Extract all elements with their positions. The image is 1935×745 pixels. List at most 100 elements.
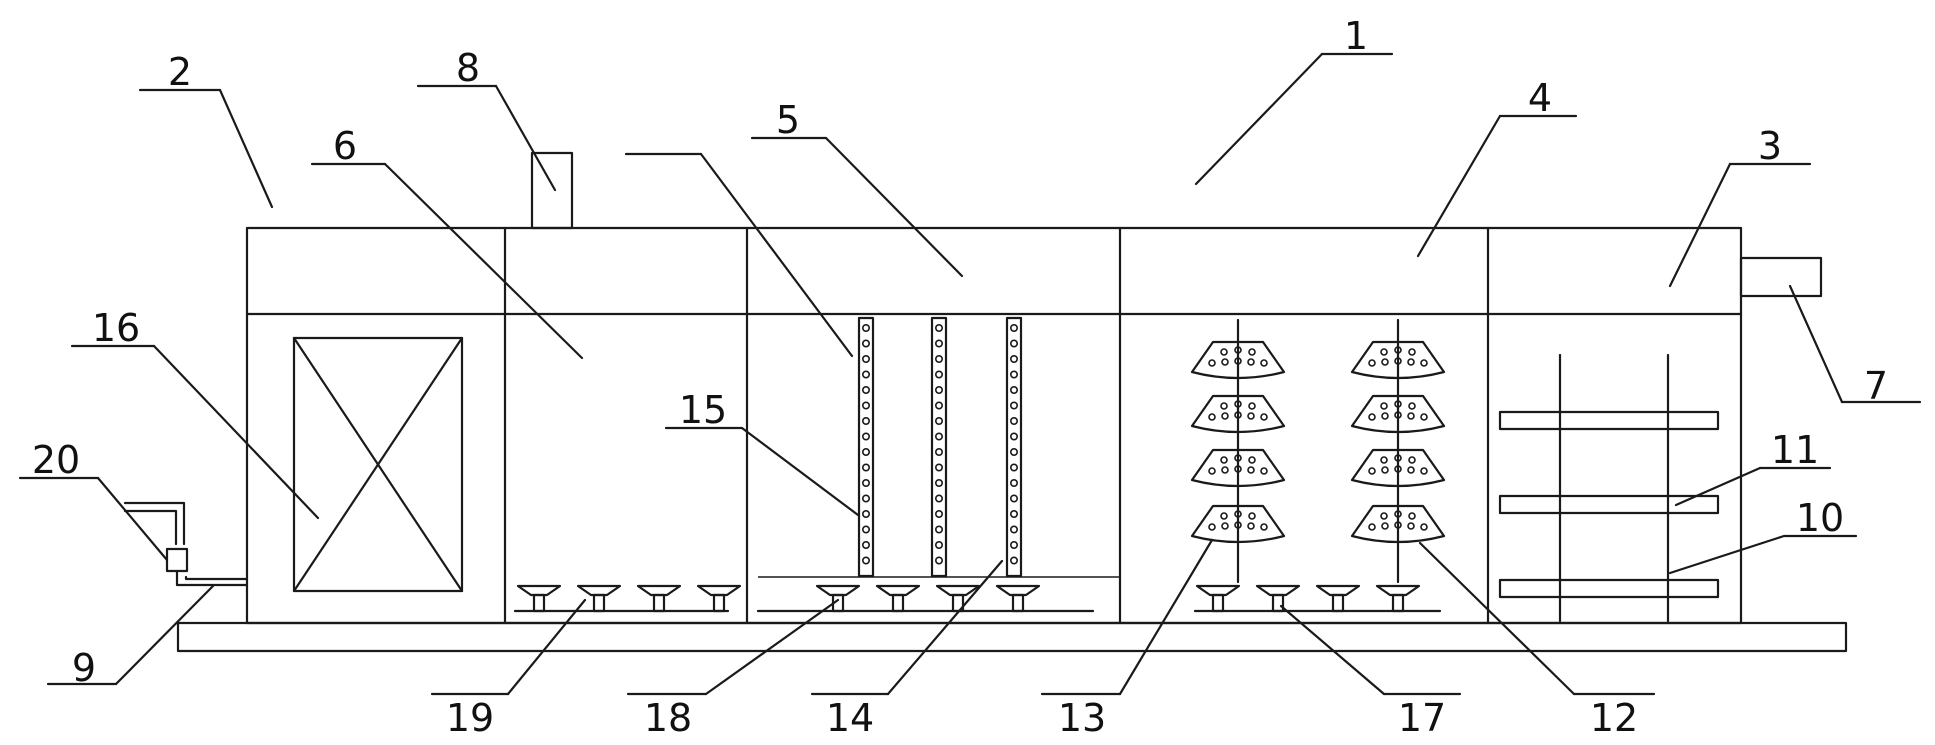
callout-15 — [664, 426, 860, 517]
callout-8 — [416, 84, 557, 192]
callout-2 — [138, 88, 274, 209]
callout-7 — [1788, 284, 1922, 404]
callout-17 — [1279, 604, 1462, 696]
chimney — [530, 151, 574, 230]
callout-4 — [1416, 114, 1578, 258]
leader-line — [114, 584, 215, 686]
leader-line — [506, 598, 587, 696]
callout-10 — [1668, 534, 1858, 575]
nozzle — [516, 584, 562, 613]
callout-label-14: 14 — [826, 696, 874, 740]
fan-shelf — [1190, 504, 1286, 544]
callout-label-13: 13 — [1058, 696, 1106, 740]
housing — [245, 226, 1743, 625]
callout-3 — [1668, 162, 1812, 288]
callout-label-11: 11 — [1771, 428, 1819, 472]
fan-shelf — [1350, 504, 1446, 544]
leader-line — [1788, 284, 1844, 404]
outlet-duct — [1739, 256, 1823, 298]
callout-19 — [430, 598, 587, 696]
fan-shelf — [1350, 448, 1446, 488]
fan-shelf — [1190, 394, 1286, 434]
perforated-tube — [1005, 316, 1023, 578]
callout-label-19: 19 — [446, 696, 494, 740]
callout-label-20: 20 — [32, 438, 80, 482]
callout-label-9: 9 — [72, 646, 96, 690]
fan-shelf — [1350, 394, 1446, 434]
leader-line — [699, 152, 854, 358]
leader-line — [383, 162, 584, 360]
leader-line — [1668, 162, 1732, 288]
leader-line — [886, 559, 1004, 696]
callout-11 — [1674, 466, 1832, 507]
callout-16 — [70, 344, 320, 520]
fan-shelf-stack — [1350, 318, 1446, 584]
fan-shelf — [1190, 340, 1286, 380]
callout-label-18: 18 — [644, 696, 692, 740]
rack — [1498, 353, 1720, 623]
nozzle — [935, 584, 981, 613]
callout-1 — [1194, 52, 1394, 186]
fan-shelf — [1350, 340, 1446, 380]
callout-label-4: 4 — [1528, 76, 1552, 120]
leader-line — [1674, 466, 1762, 507]
leader-line — [1418, 541, 1576, 696]
callout-label-16: 16 — [92, 306, 140, 350]
callout-12 — [1418, 541, 1656, 696]
callout-label-15: 15 — [679, 388, 727, 432]
callout-label-3: 3 — [1758, 124, 1782, 168]
nozzle — [875, 584, 921, 613]
nozzle — [1195, 584, 1241, 613]
leader-line — [1118, 538, 1214, 696]
base-plate — [176, 621, 1848, 653]
callout-label-12: 12 — [1590, 696, 1638, 740]
valve-assembly — [123, 501, 249, 587]
leader-line — [218, 88, 274, 209]
callout-14 — [810, 559, 1004, 696]
leader-line — [824, 136, 964, 278]
callout-label-5: 5 — [776, 98, 800, 142]
leader-line — [704, 598, 840, 696]
perforated-tube — [930, 316, 948, 578]
leader-line — [1279, 604, 1386, 696]
nozzle — [576, 584, 622, 613]
leader-line — [1668, 534, 1786, 575]
leader-line — [96, 476, 169, 562]
callout-13 — [1040, 538, 1214, 696]
nozzle-groups — [516, 584, 1421, 613]
perforated-tube — [857, 316, 875, 578]
nozzle — [815, 584, 861, 613]
leader-line — [740, 426, 860, 517]
crossed-panel — [292, 336, 464, 593]
leader-line — [494, 84, 557, 192]
nozzle — [995, 584, 1041, 613]
leader-lines — [18, 52, 1922, 696]
leader-line — [1194, 52, 1324, 186]
callout-9 — [46, 584, 215, 686]
callout-5 — [750, 136, 964, 278]
callout-label-1: 1 — [1344, 14, 1368, 58]
nozzle — [696, 584, 742, 613]
leader-line — [1416, 114, 1502, 258]
callout-label-6: 6 — [333, 124, 357, 168]
fan-shelf — [1190, 448, 1286, 488]
callout-label-7: 7 — [1864, 364, 1888, 408]
fan-shelf-stack — [1190, 318, 1286, 584]
callout-label-10: 10 — [1796, 496, 1844, 540]
callout-18 — [626, 598, 840, 696]
nozzle — [1315, 584, 1361, 613]
nozzle — [1375, 584, 1421, 613]
nozzle — [636, 584, 682, 613]
fan-shelf-stacks — [1190, 318, 1446, 584]
callout-label-8: 8 — [456, 46, 480, 90]
leader-line — [152, 344, 320, 520]
callout-label-17: 17 — [1398, 696, 1446, 740]
nozzle — [1255, 584, 1301, 613]
perforated-tubes — [857, 316, 1023, 578]
callout-label-2: 2 — [168, 50, 192, 94]
callout-20 — [18, 476, 169, 562]
callout-6 — [310, 162, 584, 360]
